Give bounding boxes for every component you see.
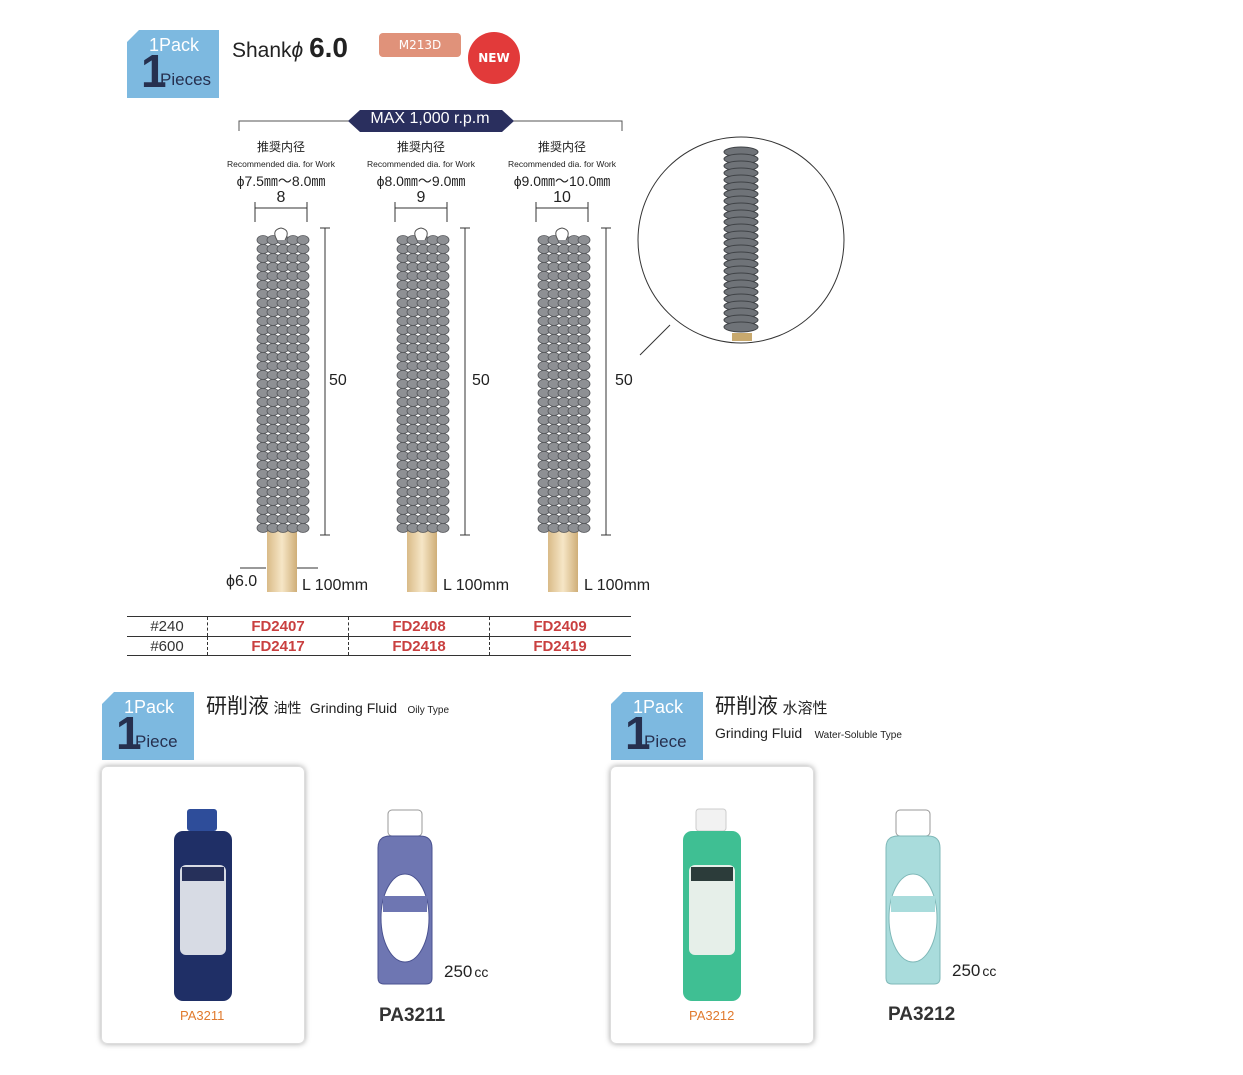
pack-unit: Pieces [160, 70, 212, 89]
diameter-range: ϕ7.5㎜～8.0㎜ [236, 173, 326, 189]
length-dim: 50 [615, 372, 633, 389]
bottle-illustration [377, 809, 433, 985]
pack-count: 1 [116, 707, 142, 759]
diameter-range: ϕ9.0㎜～10.0㎜ [513, 173, 611, 189]
pack-badge: 1Pack 1 Piece [102, 692, 194, 760]
speed-bracket [238, 110, 623, 132]
new-badge: NEW [468, 32, 520, 84]
product-code: PA3211 [379, 1005, 446, 1026]
bristle-coil [723, 321, 759, 333]
shank-label: Shank [232, 39, 292, 62]
pack-badge: 1Pack 1 Pieces [127, 30, 219, 98]
fluid-title-water: 研削液 水溶性 Grinding Fluid Water-Soluble Typ… [715, 690, 902, 743]
brush-size: 9 [416, 189, 426, 206]
grit: #240 [150, 618, 184, 635]
pack-unit: Piece [135, 732, 178, 751]
column-head-2: 推奨内径 Recommended dia. for Work ϕ8.0㎜～9.0… [351, 138, 491, 206]
photo-code: PA3211 [180, 1008, 225, 1023]
pack-count: 1 [625, 707, 651, 759]
product-code: FD2407 [207, 617, 348, 636]
brush [537, 227, 591, 592]
product-code: FD2408 [348, 617, 489, 636]
title-en: Grinding Fluid [309, 700, 398, 716]
product-code: PA3212 [888, 1004, 956, 1025]
pack-label: 1Pack [124, 697, 175, 717]
bottle-photo [174, 809, 232, 1001]
pack-label: 1Pack [633, 697, 684, 717]
product-code: FD2418 [348, 637, 489, 655]
grit: #600 [150, 638, 184, 655]
title-en: Grinding Fluid [715, 725, 803, 741]
shank-length: L 100mm [584, 577, 651, 594]
recommended-en: Recommended dia. for Work [366, 159, 476, 169]
shank-length: L 100mm [302, 577, 369, 594]
max-speed-label: MAX 1,000 r.p.m [370, 110, 490, 127]
volume-value: 250 [952, 961, 981, 980]
brush-closeup [637, 136, 845, 356]
bottle-illustration [885, 809, 941, 985]
title-jp: 研削液 [206, 695, 269, 718]
brush-size: 10 [553, 189, 571, 206]
brush-shank [548, 530, 578, 592]
product-photo-card [101, 766, 305, 1044]
product-photo-card [610, 766, 814, 1044]
recommended-jp: 推奨内径 [396, 140, 445, 154]
brush-size: 8 [276, 189, 286, 206]
pack-unit: Piece [644, 732, 687, 751]
table-row: #600 FD2417 FD2418 FD2419 [127, 636, 631, 656]
volume-unit: cc [982, 963, 997, 979]
volume-unit: cc [474, 964, 489, 980]
table-row: #240 FD2407 FD2408 FD2409 [127, 616, 631, 636]
product-code-table: #240 FD2407 FD2408 FD2409 #600 FD2417 FD… [127, 616, 631, 656]
brush-shank [267, 530, 297, 592]
recommended-en: Recommended dia. for Work [507, 159, 617, 169]
diameter-range: ϕ8.0㎜～9.0㎜ [376, 173, 466, 189]
shank-length: L 100mm [443, 577, 510, 594]
shank-title: Shankϕ 6.0 [232, 32, 348, 64]
length-dim: 50 [329, 372, 347, 389]
shank-diameter-dim: ϕ6.0 [226, 573, 258, 590]
brush [256, 227, 310, 592]
pack-badge: 1Pack 1 Piece [611, 692, 703, 760]
recommended-en: Recommended dia. for Work [226, 159, 336, 169]
product-code: FD2419 [489, 637, 630, 655]
length-dim: 50 [472, 372, 490, 389]
photo-code: PA3212 [689, 1008, 735, 1023]
phi-symbol: ϕ [291, 39, 304, 62]
brush-illustrations [240, 202, 611, 592]
column-head-3: 推奨内径 Recommended dia. for Work ϕ9.0㎜～10.… [492, 138, 632, 206]
product-code: FD2417 [207, 637, 348, 655]
brush [396, 227, 450, 592]
fluid-title-oily: 研削液 油性 Grinding Fluid Oily Type [206, 690, 449, 720]
title-jp: 研削液 [715, 695, 778, 718]
recommended-jp: 推奨内径 [256, 140, 305, 154]
type-en: Oily Type [407, 705, 450, 716]
model-badge: M213D [379, 33, 461, 57]
shank-diameter: 6.0 [309, 32, 349, 63]
pack-count: 1 [141, 45, 167, 97]
pack-label: 1Pack [149, 35, 200, 55]
bottle-photo [683, 808, 741, 1001]
brush-shank [407, 530, 437, 592]
type-jp: 油性 [273, 700, 302, 716]
column-head-1: 推奨内径 Recommended dia. for Work ϕ7.5㎜～8.0… [211, 138, 351, 206]
volume-value: 250 [444, 962, 473, 981]
product-code: FD2409 [489, 617, 630, 636]
recommended-jp: 推奨内径 [537, 140, 586, 154]
type-en: Water-Soluble Type [814, 730, 902, 741]
type-jp: 水溶性 [782, 700, 828, 717]
